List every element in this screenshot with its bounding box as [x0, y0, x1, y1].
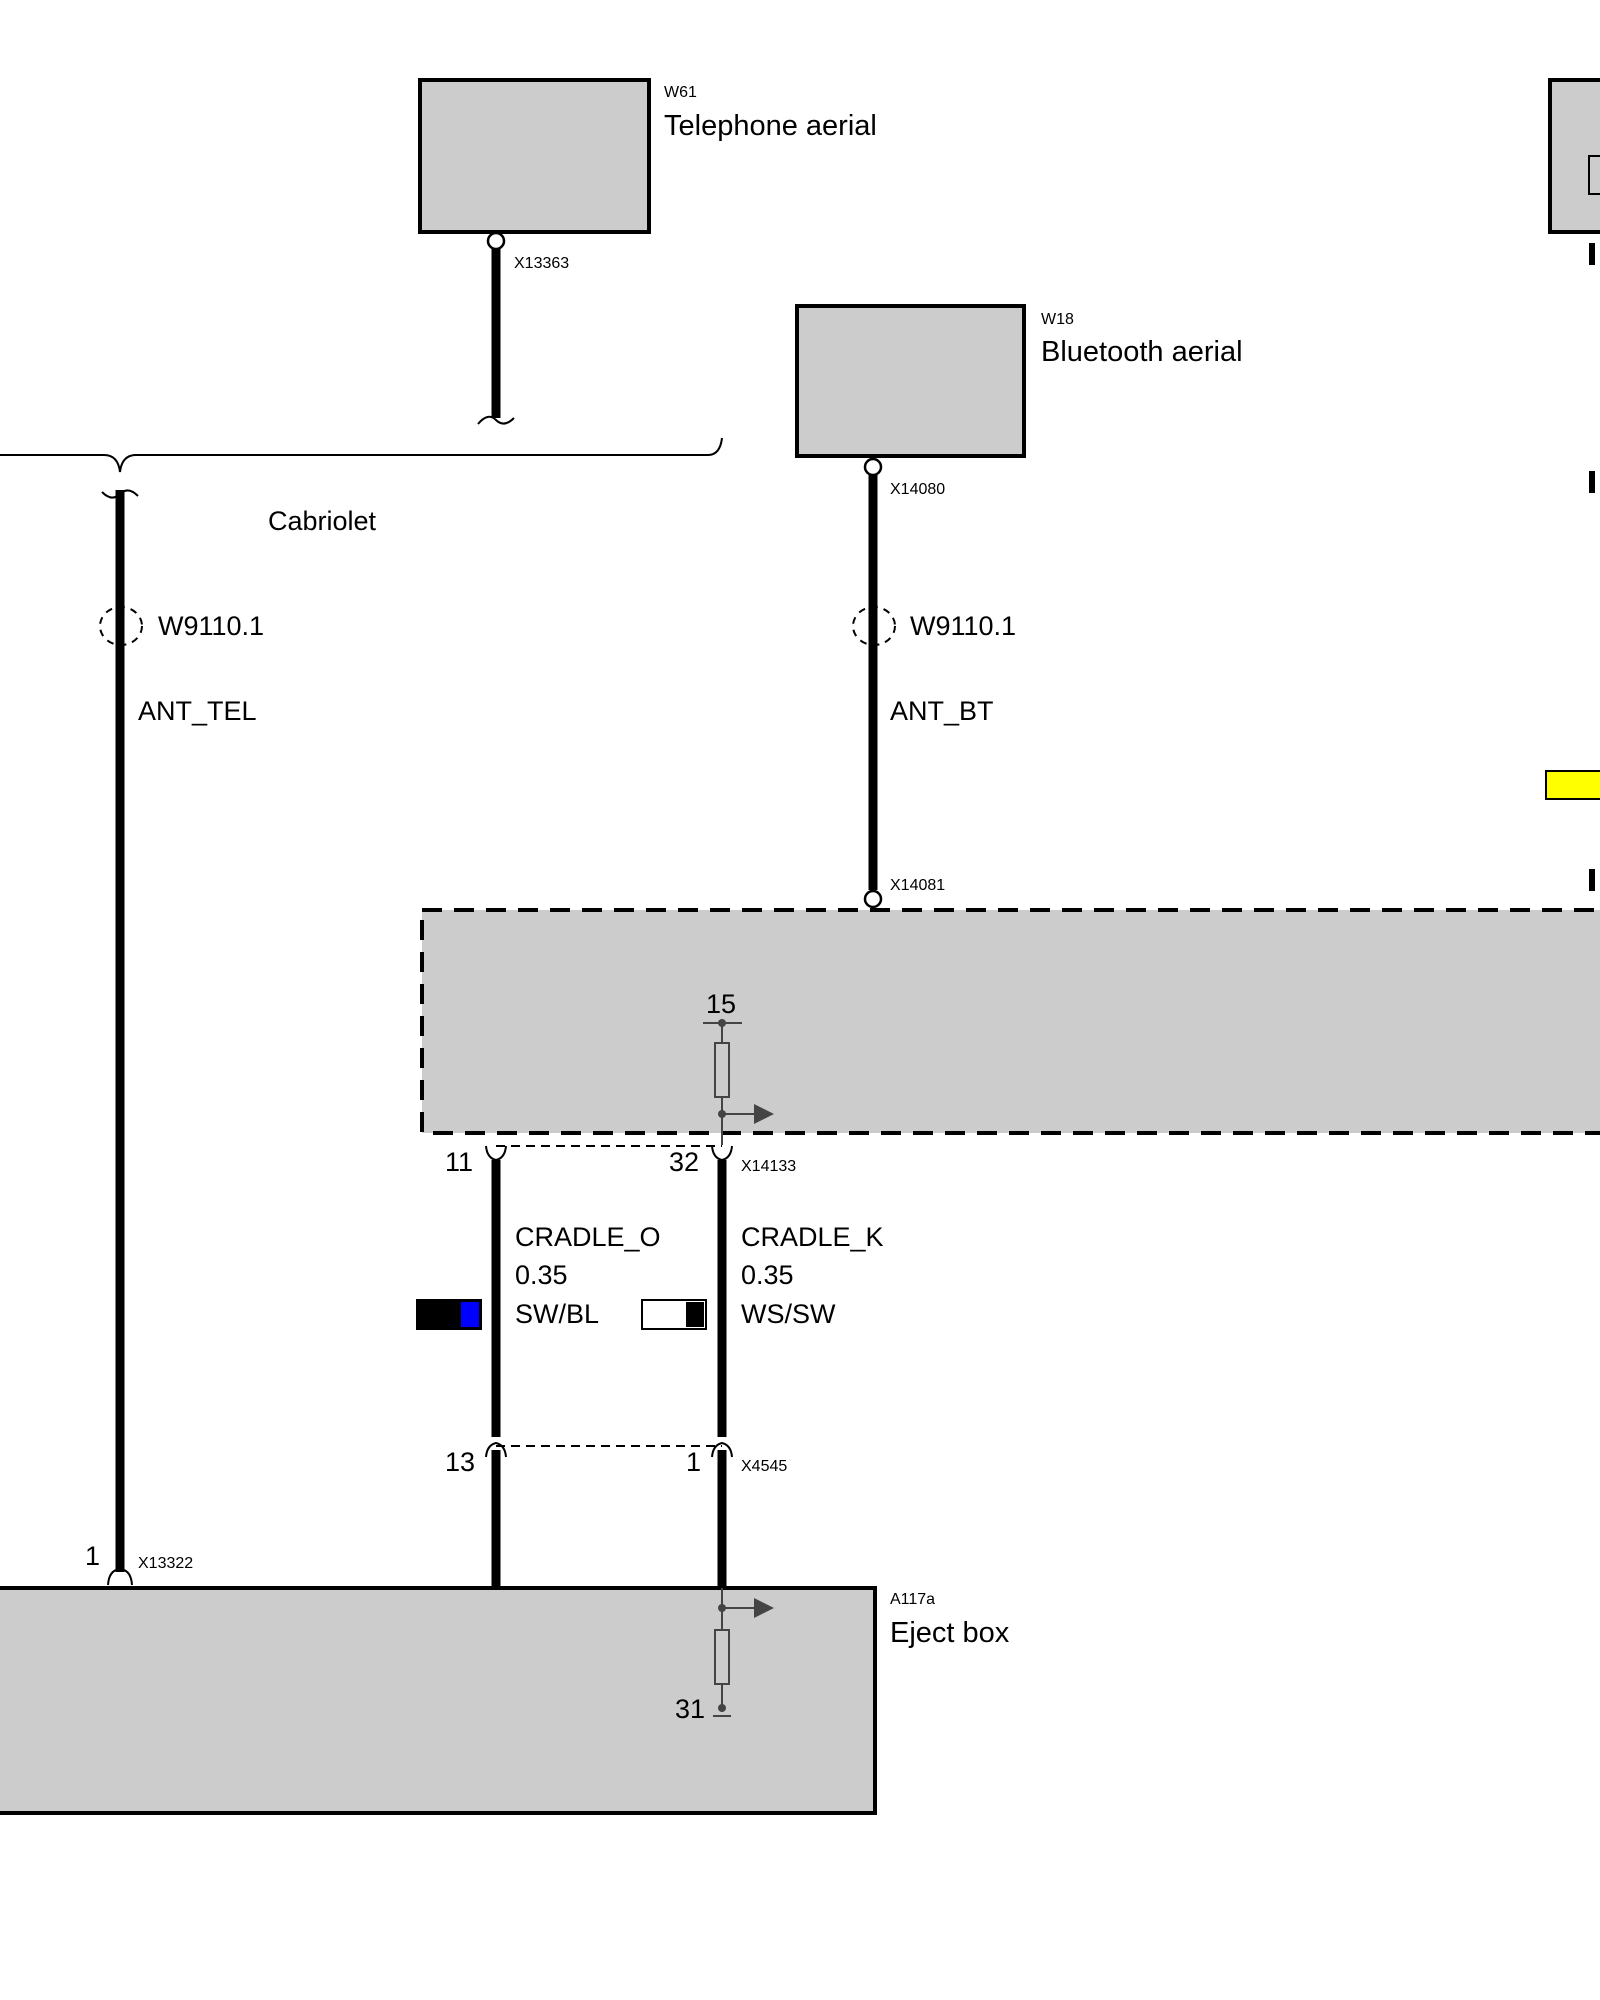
shield-icon: [852, 606, 896, 646]
variant-label: Cabriolet: [268, 506, 377, 536]
connector-socket-icon: [107, 1567, 133, 1586]
connector-socket-icon: [711, 1441, 733, 1458]
connector-x14133: 11 32 X14133: [445, 1145, 796, 1177]
cradle-k-size-label: 0.35: [741, 1260, 794, 1290]
ground-terminal-label: 31: [675, 1694, 705, 1724]
cradle-o-top-pin: 11: [445, 1147, 473, 1177]
ground-node: [718, 1704, 726, 1712]
ant-tel-wire-group: W9110.1 ANT_TEL 1 X13322: [85, 489, 264, 1586]
telephone-aerial: W61 Telephone aerial X13363: [418, 78, 877, 425]
cabriolet-brace: Cabriolet: [0, 437, 723, 536]
right-edge-partial: [1545, 78, 1600, 891]
connector-x14081-label: X14081: [890, 877, 945, 894]
eject-box-body: [0, 1586, 877, 1815]
connector-pin-icon: [711, 1145, 733, 1162]
wire-color-stripe: [461, 1302, 479, 1327]
wire-break-icon: [477, 415, 515, 425]
eject-box-pin-label: 1: [85, 1541, 100, 1571]
cradle-o-size-label: 0.35: [515, 1260, 568, 1290]
telephone-aerial-id: W61: [664, 84, 697, 101]
variant-brace: [0, 437, 723, 473]
bluetooth-aerial-name: Bluetooth aerial: [1041, 336, 1243, 368]
arrow-right-icon: [754, 1598, 774, 1618]
shield-icon: [99, 606, 143, 646]
partial-pin-mark: [1589, 471, 1595, 493]
ant-bt-signal-label: ANT_BT: [890, 696, 994, 726]
connector-pin-x14081: [863, 889, 883, 909]
cradle-o-bottom-pin: 13: [445, 1447, 475, 1477]
eject-box-name: Eject box: [890, 1617, 1010, 1649]
bluetooth-aerial: W18 Bluetooth aerial X14080 W9110.1 ANT_…: [795, 304, 1243, 894]
terminal-15-label: 15: [706, 989, 736, 1019]
connector-x4545: 13 1 X4545: [445, 1441, 787, 1477]
connector-x4545-label: X4545: [741, 1458, 787, 1475]
cradle-k-signal-label: CRADLE_K: [741, 1222, 884, 1252]
cradle-k-color-label: WS/SW: [741, 1299, 836, 1329]
partial-component-detail: [1588, 155, 1600, 195]
eject-box-id: A117a: [890, 1591, 935, 1608]
control-module-box: [420, 908, 1600, 1135]
connector-x14080-label: X14080: [890, 481, 945, 498]
connector-x13322-label: X13322: [138, 1555, 193, 1572]
cradle-o-signal-label: CRADLE_O: [515, 1222, 661, 1252]
connector-pin-x14080: [863, 457, 883, 477]
arrow-right-icon: [754, 1104, 774, 1124]
bluetooth-aerial-id: W18: [1041, 311, 1074, 328]
partial-pin-mark: [1589, 243, 1595, 265]
telephone-aerial-box: [418, 78, 651, 234]
wire-color-swatch: [1545, 770, 1600, 800]
cradle-o-color-label: SW/BL: [515, 1299, 599, 1329]
cradle-k-wire-group: CRADLE_K 0.35 WS/SW: [641, 1160, 884, 1586]
cradle-k-bottom-pin: 1: [686, 1447, 701, 1477]
partial-pin-mark: [1589, 869, 1595, 891]
ant-tel-signal-label: ANT_TEL: [138, 696, 257, 726]
control-module: 15: [420, 889, 1600, 1145]
bluetooth-aerial-box: [795, 304, 1026, 458]
connector-pin-x13363: [486, 231, 506, 251]
ant-tel-shield-label: W9110.1: [158, 611, 264, 641]
wire-color-stripe: [686, 1302, 704, 1327]
connector-x13363-label: X13363: [514, 255, 569, 272]
eject-box: A117a Eject box 31: [0, 1586, 1010, 1815]
cradle-o-wire-group: CRADLE_O 0.35 SW/BL: [416, 1160, 661, 1586]
cradle-k-top-pin: 32: [669, 1147, 699, 1177]
connector-x14133-label: X14133: [741, 1158, 796, 1175]
telephone-aerial-name: Telephone aerial: [664, 110, 877, 142]
connector-socket-icon: [485, 1441, 507, 1458]
connector-pin-icon: [485, 1145, 507, 1162]
ant-bt-shield-label: W9110.1: [910, 611, 1016, 641]
